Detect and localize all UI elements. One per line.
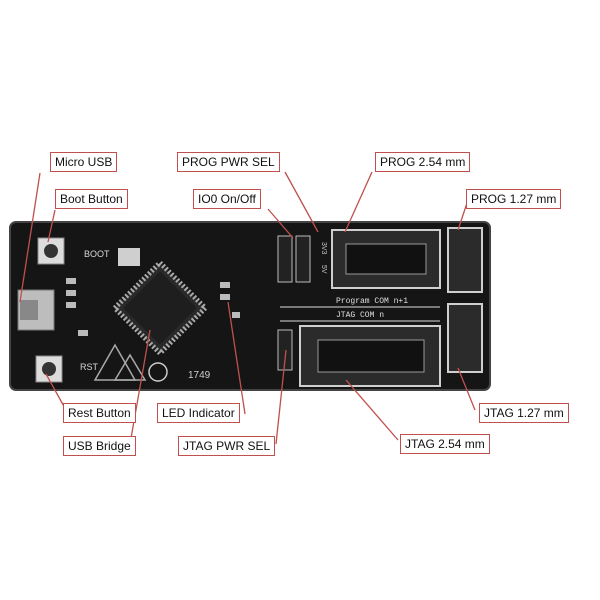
label-led-indicator: LED Indicator (157, 403, 240, 423)
silkscreen-boot: BOOT (84, 249, 110, 259)
leader-prog-254 (344, 171, 373, 233)
prog-127-connector (447, 227, 483, 293)
reset-button-cap (42, 362, 56, 376)
silkscreen-logo (113, 353, 147, 381)
leader-io0 (267, 208, 294, 239)
leader-jtag-254 (345, 379, 399, 441)
label-jtag-254: JTAG 2.54 mm (400, 434, 490, 454)
jtag-pwr-sel-jumper (277, 329, 293, 371)
silkscreen-3v3: 3V3 (320, 242, 327, 255)
label-prog-127: PROG 1.27 mm (466, 189, 562, 209)
silkscreen-rst: RST (80, 362, 99, 372)
label-jtag-127: JTAG 1.27 mm (479, 403, 569, 423)
boot-button-cap (44, 244, 58, 258)
silkscreen-jtag-com: JTAG COM n (336, 311, 384, 320)
smd-component (66, 278, 76, 284)
smd-component (66, 290, 76, 296)
label-boot-button: Boot Button (55, 189, 128, 209)
prog-pwr-sel-jumper (277, 235, 293, 283)
pb-free-logo (148, 362, 168, 382)
smd-component (118, 248, 140, 266)
leader-micro-usb (19, 172, 41, 303)
label-jtag-pwr-sel: JTAG PWR SEL (178, 436, 276, 456)
jtag-254-inner (317, 339, 425, 373)
label-micro-usb: Micro USB (50, 152, 118, 172)
led-indicator (232, 312, 240, 318)
prog-254-inner (345, 243, 427, 275)
jtag-127-connector (447, 303, 483, 373)
silkscreen-program-com: Program COM n+1 (336, 297, 408, 306)
label-prog-pwr-sel: PROG PWR SEL (177, 152, 280, 172)
leader-led-indicator (227, 301, 246, 415)
label-usb-bridge: USB Bridge (63, 436, 136, 456)
silkscreen-5v: 5V (320, 265, 327, 274)
leader-boot-button (47, 209, 56, 243)
leader-usb-bridge (129, 329, 151, 445)
leader-jtag-pwr-sel (275, 349, 287, 445)
pcb-edge (9, 221, 491, 391)
io0-jumper (295, 235, 311, 283)
leader-prog-pwr-sel (284, 171, 319, 233)
leader-reset-button (45, 373, 67, 411)
micro-usb-port (20, 300, 38, 320)
smd-component (66, 302, 76, 308)
led-indicator (220, 282, 230, 288)
smd-component (78, 330, 88, 336)
label-reset-button: Rest Button (63, 403, 136, 423)
led-indicator (220, 294, 230, 300)
leader-jtag-127 (457, 367, 476, 411)
label-prog-254: PROG 2.54 mm (375, 152, 471, 172)
silkscreen-marking: 1749 (188, 370, 211, 381)
label-io0-on-off: IO0 On/Off (193, 189, 261, 209)
usb-bridge-chip (111, 259, 209, 357)
